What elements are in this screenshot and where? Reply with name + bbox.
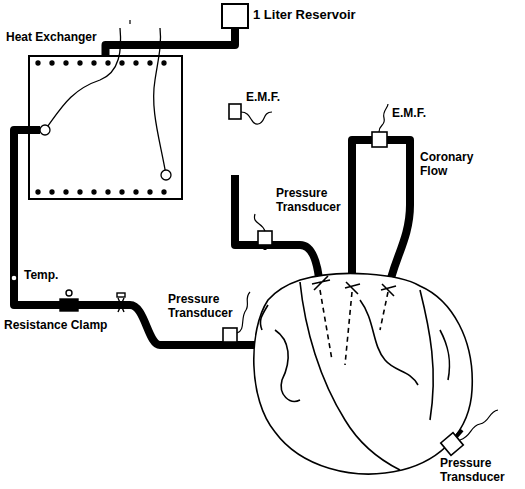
pressure-transducer: [441, 433, 464, 456]
signal-wire: [254, 214, 265, 231]
tube-connector: [106, 29, 236, 55]
heart: [260, 305, 268, 330]
heat-exchanger-interior: [148, 190, 152, 194]
pressure-transducer: [223, 328, 237, 342]
pressure-transducer: [229, 342, 232, 345]
resistance-clamp: [66, 290, 72, 296]
heart: [440, 330, 450, 380]
transducer-label: Pressure Transducer: [440, 456, 520, 485]
transducer-label: Pressure Transducer: [168, 292, 248, 321]
node-title: Heat Exchanger: [6, 31, 97, 45]
temperature-probe: [11, 275, 17, 281]
heart: [320, 290, 332, 360]
heat-exchanger-interior: [40, 125, 50, 135]
heart: [345, 292, 352, 365]
flow-probe: [372, 132, 387, 147]
signal-wire: [379, 104, 388, 132]
heat-exchanger-interior: [106, 190, 110, 194]
heat-exchanger-interior: [78, 190, 82, 194]
heat-exchanger-interior: [162, 190, 166, 194]
heat-exchanger-interior: [120, 61, 124, 65]
heat-exchanger-interior: [134, 190, 138, 194]
heat-exchanger-interior: [64, 190, 68, 194]
signal-wire: [237, 292, 250, 333]
heart: [300, 282, 400, 470]
heat-exchanger-interior: [148, 61, 152, 65]
flow-label: Coronary Flow: [420, 150, 490, 179]
temperature-probe: [11, 275, 17, 281]
resistance-clamp: [60, 290, 125, 312]
tubing: [352, 140, 410, 292]
pressure-transducer: [455, 430, 462, 438]
reservoir-box: 1 Liter Reservoir: [221, 3, 249, 29]
signal-wire: [129, 20, 130, 24]
heat-exchanger-interior: [78, 61, 82, 65]
pressure-transducer: [258, 231, 272, 245]
heat-exchanger-interior: [36, 61, 166, 194]
heat-exchanger-interior: [50, 190, 54, 194]
signal-wire: [130, 20, 498, 440]
heat-exchanger-interior: [120, 190, 124, 194]
heart: [360, 300, 418, 385]
pressure-transducer: [264, 245, 267, 250]
heart: [254, 273, 472, 474]
pressure-transducer: [223, 231, 463, 455]
tubing: [14, 130, 280, 345]
flow-probe-label: E.M.F.: [246, 90, 280, 104]
heat-exchanger-interior: [30, 126, 40, 134]
transducer-label: Pressure Transducer: [276, 186, 356, 215]
signal-wire: [241, 112, 272, 124]
heat-exchanger-interior: [92, 61, 96, 65]
heat-exchanger-interior: [154, 28, 166, 175]
signal-wire: [460, 410, 498, 440]
heat-exchanger-interior: [134, 61, 138, 65]
flow-probe: [229, 104, 241, 119]
heat-exchanger-interior: [64, 61, 68, 65]
heart: [275, 330, 300, 401]
heat-exchanger-interior: [161, 170, 171, 180]
heart: [312, 276, 396, 296]
flow-probe: [229, 104, 387, 147]
heat-exchanger-interior: [30, 28, 171, 194]
heart: [380, 292, 388, 330]
heat-exchanger-interior: [36, 61, 40, 65]
heat-exchanger-interior: [106, 61, 110, 65]
heart: [254, 273, 472, 474]
heat-exchanger-box: Heat Exchanger: [28, 55, 183, 200]
flow-probe-label: E.M.F.: [392, 106, 426, 120]
resistance-clamp: [60, 299, 78, 311]
resistance-clamp: [117, 293, 125, 297]
heat-exchanger-interior: [92, 190, 96, 194]
tubing: [14, 130, 410, 345]
heat-exchanger-interior: [50, 61, 54, 65]
heat-exchanger-interior: [162, 61, 166, 65]
node-title: 1 Liter Reservoir: [253, 8, 356, 23]
temperature-label: Temp.: [24, 268, 58, 282]
heart: [420, 290, 433, 420]
resistance-clamp: [118, 298, 124, 312]
heat-exchanger-interior: [36, 190, 40, 194]
clamp-label: Resistance Clamp: [4, 318, 107, 332]
